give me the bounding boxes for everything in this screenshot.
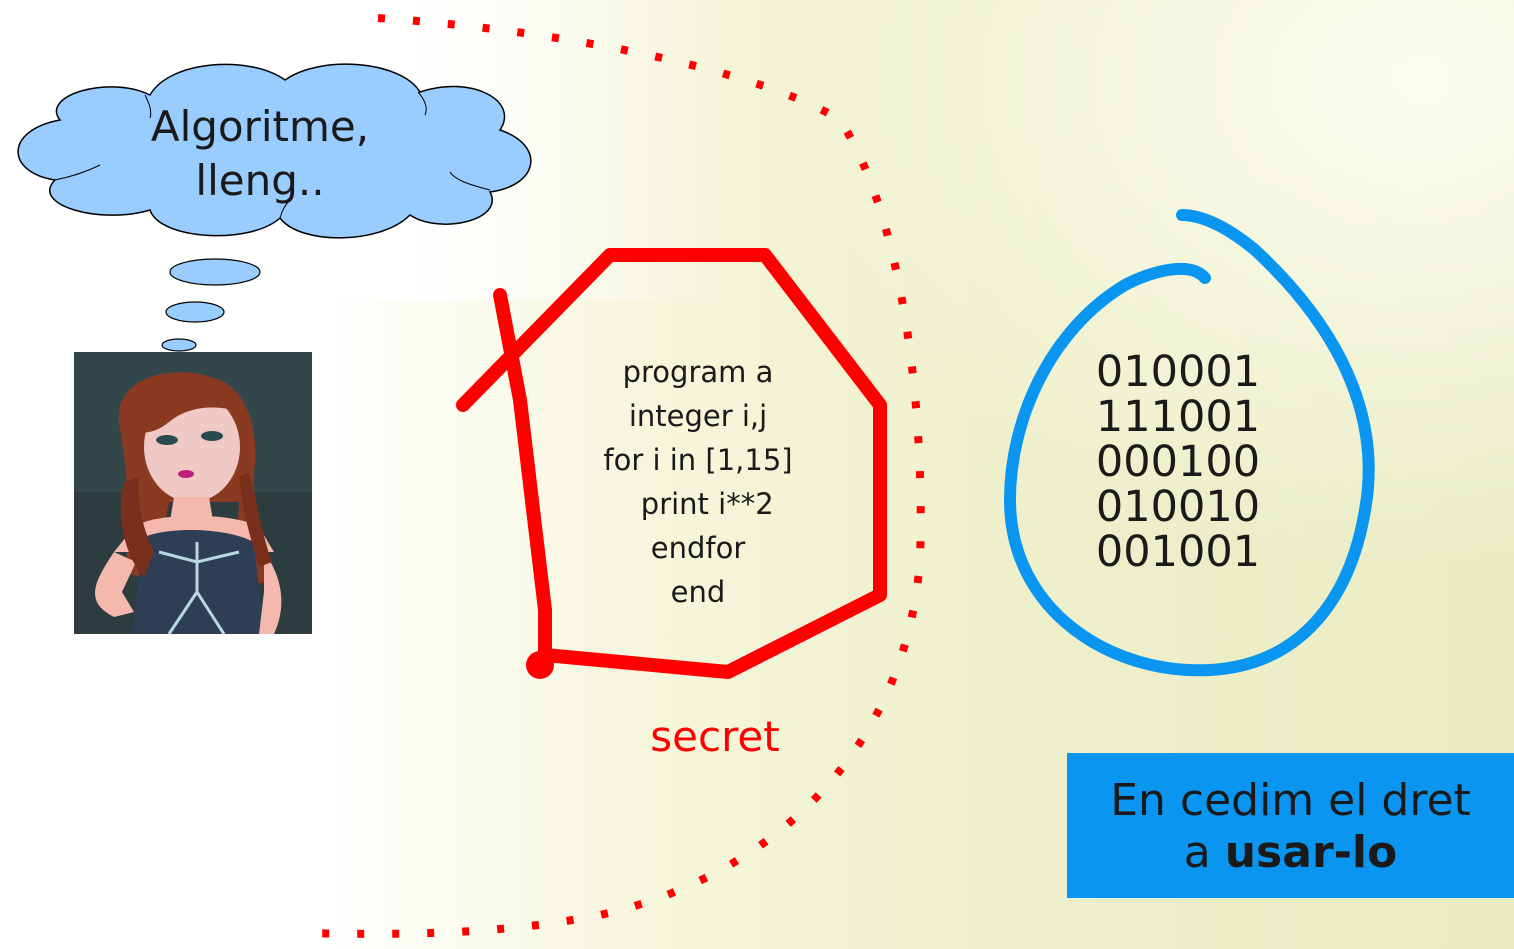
thought-bubble-line-1: Algoritme, bbox=[150, 102, 370, 151]
thought-bubble-line-2: lleng.. bbox=[195, 156, 325, 205]
rights-box-line-2: a usar-lo bbox=[1067, 827, 1514, 879]
binary-blue-outline bbox=[1004, 209, 1375, 677]
thought-bubble-text: Algoritme, lleng.. bbox=[120, 100, 400, 208]
source-code-red-outline bbox=[456, 248, 887, 679]
thought-cloud-icon bbox=[17, 63, 532, 352]
rights-box-line-1: En cedim el dret bbox=[1110, 775, 1471, 826]
secret-boundary-dotted-arc bbox=[304, 14, 925, 938]
source-code-line: integer i,j bbox=[628, 399, 768, 433]
source-code-block: program a integer i,j for i in [1,15] pr… bbox=[548, 350, 848, 614]
source-code-line: end bbox=[670, 575, 726, 609]
red-outline-end-dot bbox=[526, 651, 554, 679]
rights-box-line-2-bold: usar-lo bbox=[1224, 827, 1398, 878]
binary-code-line: 000100 bbox=[1095, 437, 1261, 487]
binary-code-line: 010010 bbox=[1095, 482, 1261, 532]
secret-label: secret bbox=[650, 712, 780, 761]
source-code-line: for i in [1,15] bbox=[603, 443, 793, 477]
binary-code-block: 010001 111001 000100 010010 001001 bbox=[1078, 350, 1278, 575]
source-code-line: print i**2 bbox=[622, 487, 774, 521]
source-code-line: program a bbox=[622, 355, 774, 389]
binary-code-line: 001001 bbox=[1095, 527, 1261, 577]
rights-box-line-2-prefix: a bbox=[1183, 827, 1225, 878]
source-code-line: endfor bbox=[650, 531, 746, 565]
rights-box: En cedim el dret a usar-lo bbox=[1067, 753, 1514, 898]
binary-code-line: 010001 bbox=[1095, 347, 1261, 397]
portrait-illustration bbox=[74, 352, 312, 634]
binary-code-line: 111001 bbox=[1095, 392, 1261, 442]
painted-woman-portrait-image bbox=[74, 352, 312, 634]
